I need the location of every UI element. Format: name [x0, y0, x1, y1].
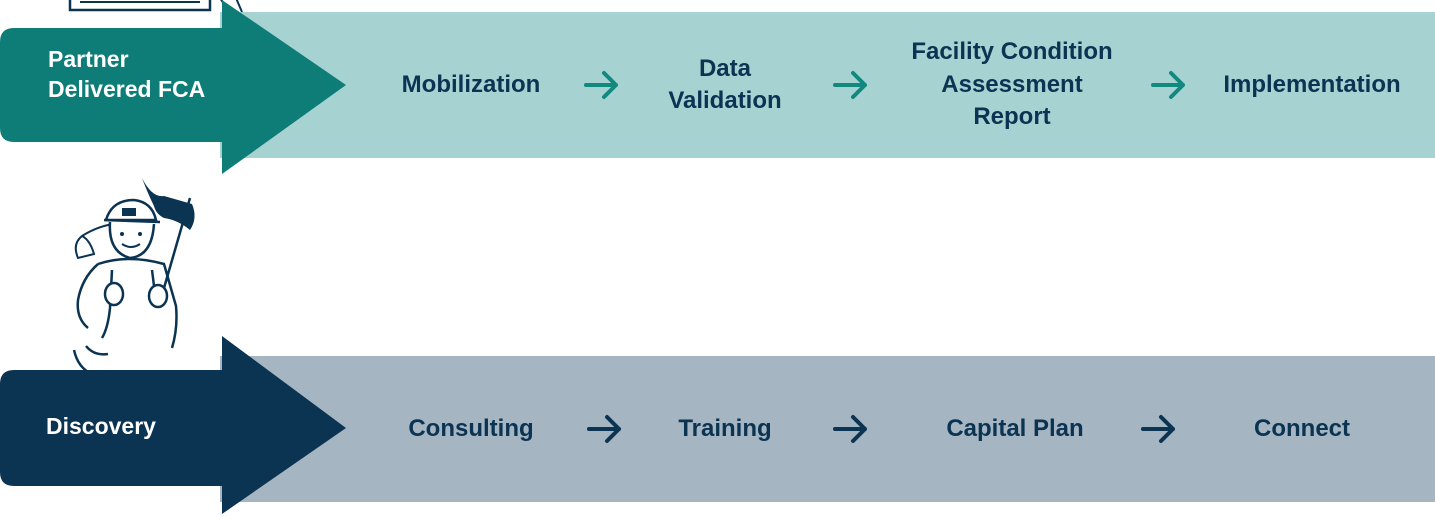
- step-label: Consulting: [408, 414, 534, 442]
- step-training: Training: [640, 356, 810, 502]
- step-mobilization: Mobilization: [376, 12, 566, 158]
- flow-band-background: [220, 12, 1435, 158]
- step-label: Implementation: [1223, 70, 1401, 98]
- step-label-line-2: Validation: [668, 87, 782, 114]
- step-label: Mobilization: [401, 70, 541, 98]
- step-implementation: Implementation: [1192, 12, 1432, 158]
- flow-band-background: [220, 356, 1435, 502]
- badge-line-2: Delivered FCA: [48, 75, 206, 102]
- step-label-line-1: Data: [698, 54, 751, 82]
- step-consulting: Consulting: [376, 356, 566, 502]
- right-arrow-icon: [586, 413, 624, 445]
- step-label: Capital Plan: [946, 414, 1084, 442]
- step-connect: Connect: [1192, 356, 1412, 502]
- right-arrow-icon: [832, 69, 870, 101]
- right-arrow-icon: [1140, 413, 1178, 445]
- step-label: Training: [678, 414, 772, 442]
- flow-start-badge: [0, 0, 360, 174]
- right-arrow-icon: [832, 413, 870, 445]
- hiker-illustration: [68, 178, 218, 378]
- right-arrow-icon: [583, 69, 621, 101]
- step-label-line-2: Assessment: [941, 70, 1083, 98]
- partner-delivered-fca-flow: Partner Delivered FCA Mobilization Data …: [0, 0, 1435, 174]
- flow-start-badge: [0, 336, 360, 514]
- step-capital-plan: Capital Plan: [890, 356, 1140, 502]
- right-arrow-icon: [1150, 69, 1188, 101]
- flow-badge-label: Discovery: [46, 413, 156, 439]
- step-data-validation: Data Validation: [640, 12, 810, 158]
- step-label: Connect: [1254, 414, 1350, 442]
- step-label-line-1: Facility Condition: [911, 38, 1113, 66]
- flow-badge-label: Partner Delivered FCA: [48, 45, 205, 105]
- step-facility-condition-assessment-report: Facility Condition Assessment Report: [872, 12, 1152, 158]
- discovery-flow: Discovery Consulting Training Capital Pl…: [0, 336, 1435, 514]
- step-label-line-3: Report: [973, 103, 1051, 131]
- badge-line-1: Partner: [48, 46, 129, 72]
